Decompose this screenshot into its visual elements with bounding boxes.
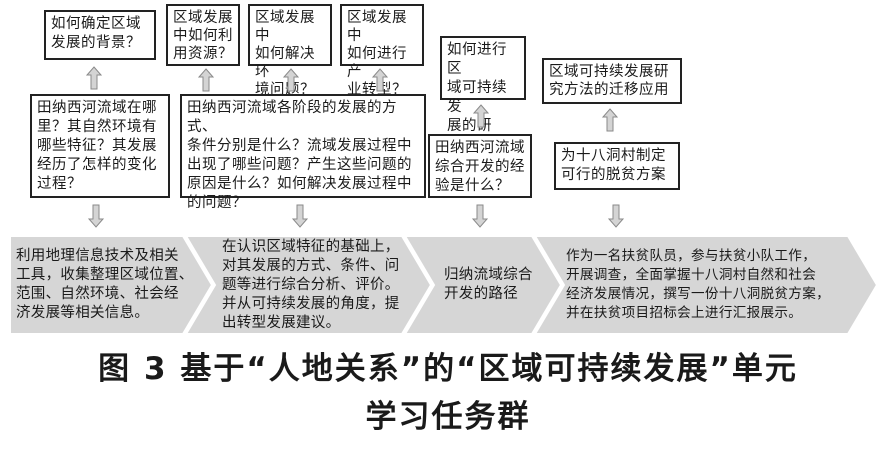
task-3-line: 归纳流域综合 [444,267,533,283]
task-chevron-3: 归纳流域综合 开发的路径 [444,236,548,334]
down-arrow-icon [88,204,104,228]
mid-question-1-line: 过程？ [37,176,82,192]
task-2-line: 题等进行综合分析、评价。 [222,276,400,293]
mid-question-2: 田纳西河流域各阶段的发展的方式、 条件分别是什么？流域发展过程中 出现了哪些问题… [180,94,426,211]
task-1-line: 范围、自然环境、社会经 [16,286,179,302]
top-question-6-line: 区域可持续发展研 [549,64,669,80]
mid-question-3-line: 田纳西河流域 [435,140,525,156]
task-chevron-3-shape [403,235,563,335]
task-1-line: 工具，收集整理区域位置、 [16,267,194,283]
mid-question-4: 为十八洞村制定 可行的脱贫方案 [554,142,680,190]
mid-question-2-line: 条件分别是什么？流域发展过程中 [187,138,412,154]
top-question-5-line: 如何进行区 [447,42,507,77]
down-arrow-icon [472,204,488,228]
top-question-2-line: 中如何利 [173,28,233,44]
down-arrow-icon [608,204,624,228]
up-arrow-icon [372,68,388,92]
top-question-4-line: 区域发展中 [347,10,407,44]
up-arrow-icon [283,68,299,92]
mid-question-3-line: 验是什么？ [435,178,510,194]
top-question-1-line: 发展的背景？ [51,35,141,51]
mid-question-2-line: 的问题？ [187,195,247,211]
task-2-line: 在认识区域特征的基础上， [222,238,400,255]
up-arrow-icon [602,108,618,132]
task-chevron-1-shape [9,235,214,335]
up-arrow-icon [86,66,102,90]
mid-question-1-line: 哪些特征？其发展 [37,138,157,154]
task-chevron-2-shape [184,235,433,335]
task-2-line: 并从可持续发展的角度，提 [222,295,400,312]
mid-question-1-line: 经历了怎样的变化 [37,157,157,173]
figure-caption-continued: 学习任务群 [365,399,531,435]
top-question-2-line: 区域发展 [173,10,233,26]
task-chevron-4-shape [533,235,879,335]
figure-caption: 图 3 基于“人地关系”的“区域可持续发展”单元 [98,351,798,387]
task-4-line: 作为一名扶贫队员，参与扶贫小队工作， [566,248,817,264]
top-question-5: 如何进行区 域可持续发 展的研究？ [440,36,526,153]
mid-question-1-line: 田纳西河流域在哪 [37,100,157,116]
top-question-2: 区域发展 中如何利 用资源？ [166,4,240,66]
top-question-1-line: 如何确定区域 [51,16,141,32]
mid-question-2-line: 原因是什么？如何解决发展过程中 [187,176,412,192]
up-arrow-icon [198,68,214,92]
task-2-line: 出转型发展建议。 [222,314,341,331]
top-question-6: 区域可持续发展研 究方法的迁移应用 [542,58,682,104]
task-4-line: 并在扶贫项目招标会上进行汇报展示。 [566,305,803,321]
task-4-line: 经济发展情况，撰写一份十八洞脱贫方案， [566,286,830,302]
task-1-line: 济发展等相关信息。 [16,305,150,321]
mid-question-2-line: 出现了哪些问题？产生这些问题的 [187,157,412,173]
top-question-3: 区域发展中 如何解决环 境问题？ [248,4,332,98]
mid-question-3-line: 综合开发的经 [435,159,525,175]
up-arrow-icon [473,104,489,128]
top-question-3-line: 如何解决环 [255,46,315,80]
task-chevron-4: 作为一名扶贫队员，参与扶贫小队工作， 开展调查，全面掌握十八洞村自然和社会 经济… [566,236,862,334]
top-question-1: 如何确定区域 发展的背景？ [44,10,156,60]
mid-question-3: 田纳西河流域 综合开发的经 验是什么？ [428,134,532,198]
task-chevron-2: 在认识区域特征的基础上， 对其发展的方式、条件、问 题等进行综合分析、评价。 并… [222,236,414,334]
mid-question-2-line: 田纳西河流域各阶段的发展的方式、 [187,100,397,135]
top-question-4-line: 如何进行产 [347,46,407,80]
top-question-3-line: 区域发展中 [255,10,315,44]
down-arrow-icon [292,204,308,228]
top-question-2-line: 用资源？ [173,46,233,62]
top-question-6-line: 究方法的迁移应用 [549,82,669,98]
task-3-line: 开发的路径 [444,286,518,302]
mid-question-1: 田纳西河流域在哪 里？其自然环境有 哪些特征？其发展 经历了怎样的变化 过程？ [30,94,170,198]
mid-question-4-line: 为十八洞村制定 [561,148,666,164]
task-chevron-1: 利用地理信息技术及相关 工具，收集整理区域位置、 范围、自然环境、社会经 济发展… [16,236,194,334]
task-4-line: 开展调查，全面掌握十八洞村自然和社会 [566,267,817,283]
top-question-5-line: 域可持续发 [447,80,507,115]
task-1-line: 利用地理信息技术及相关 [16,248,179,264]
mid-question-4-line: 可行的脱贫方案 [561,167,666,183]
task-2-line: 对其发展的方式、条件、问 [222,257,400,274]
mid-question-1-line: 里？其自然环境有 [37,119,157,135]
